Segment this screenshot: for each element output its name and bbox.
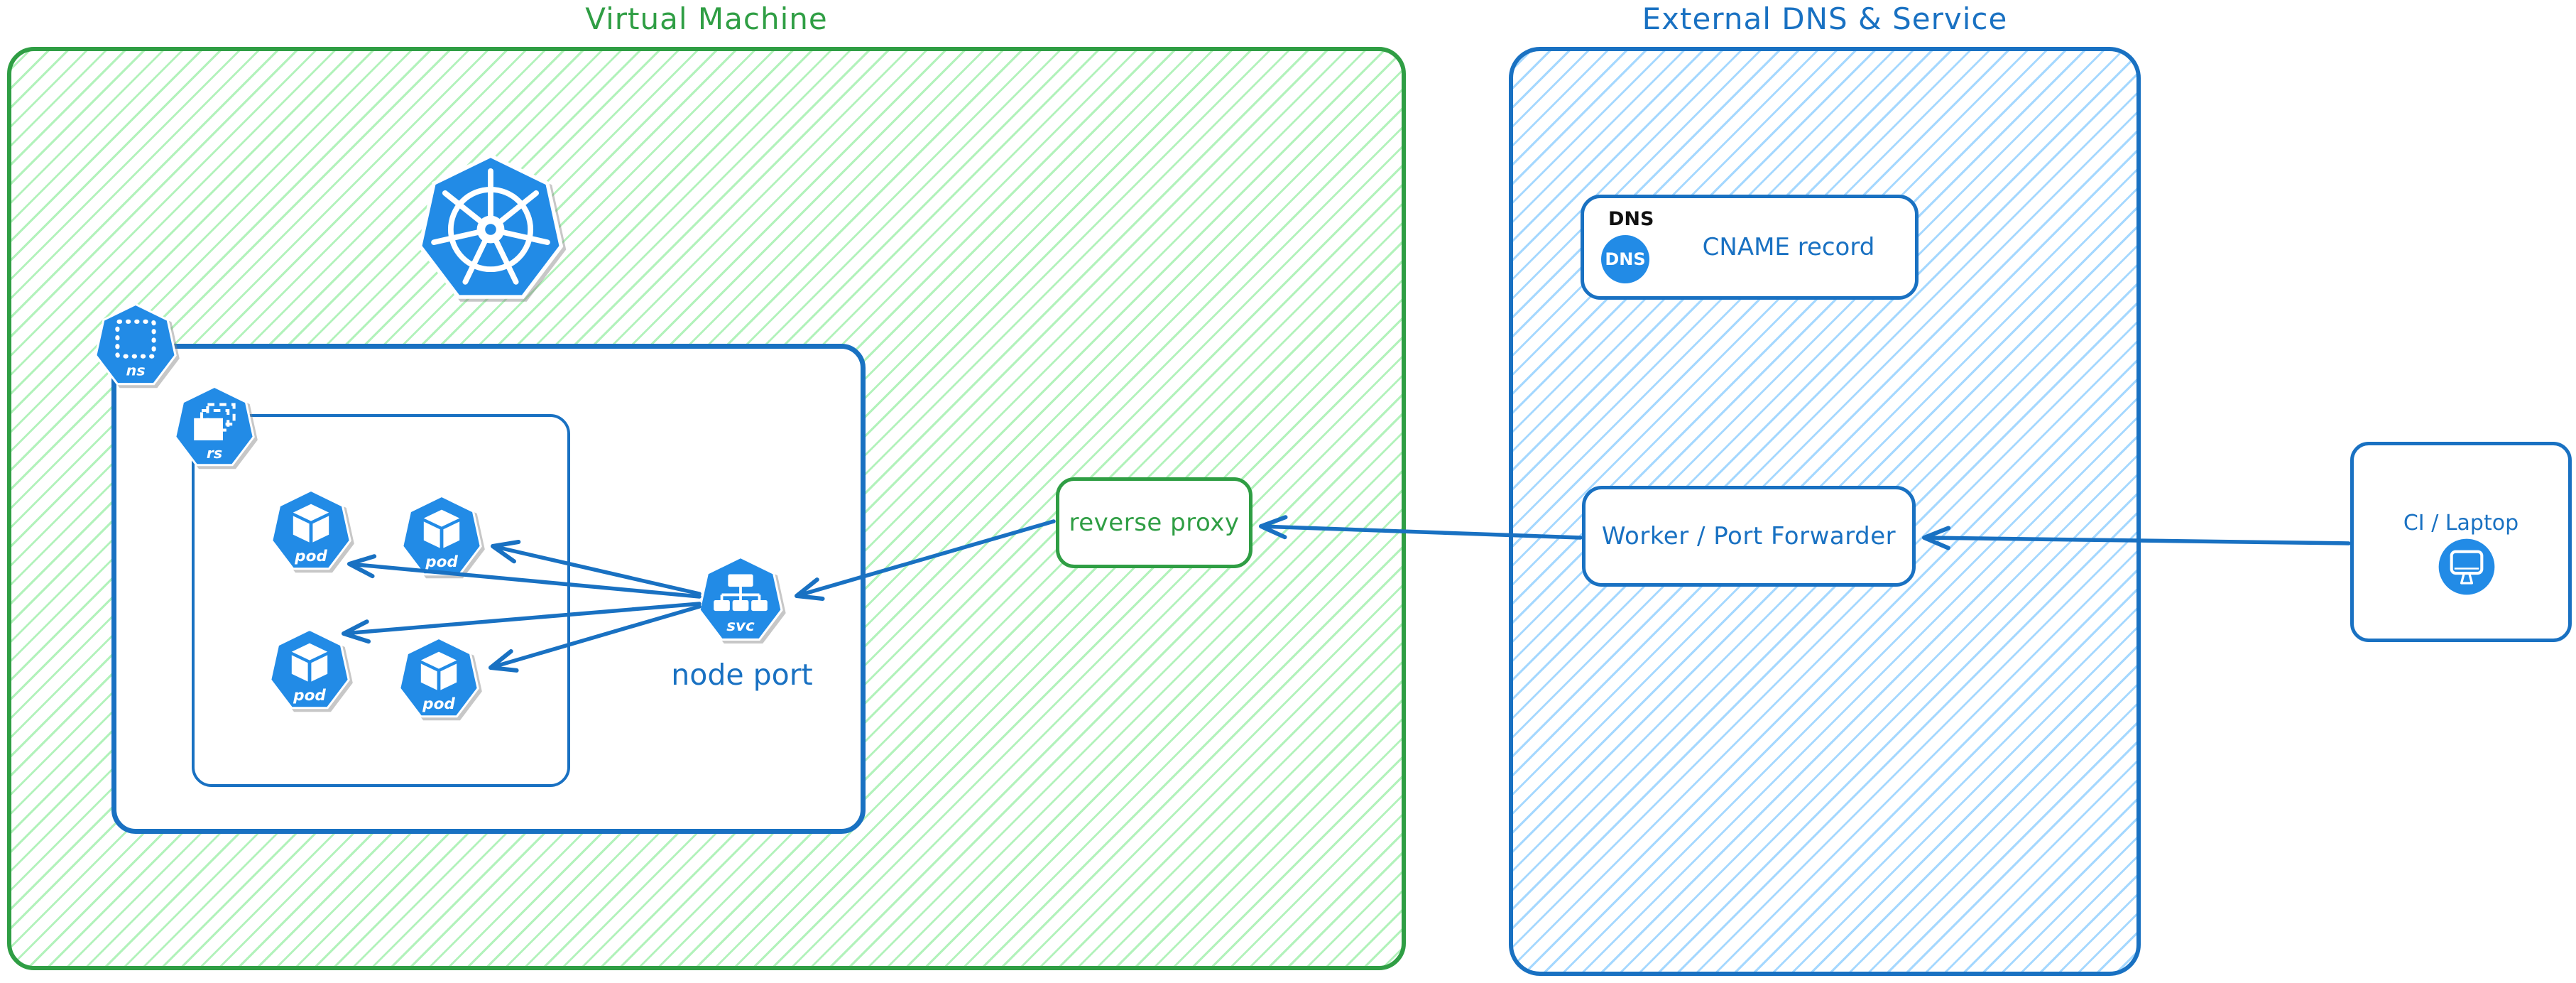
dns-tag-label: DNS [1608,208,1654,230]
svg-text:rs: rs [207,445,222,462]
namespace-icon: ns [94,303,177,386]
external-dns-service-title: External DNS & Service [1642,1,2008,36]
svg-text:pod: pod [293,687,326,705]
reverse-proxy-box: reverse proxy [1056,477,1252,568]
pod-icon-2: pod [401,494,482,576]
pod-icon-3: pod [269,628,350,710]
dns-record-box: DNS DNS CNAME record [1581,195,1919,300]
replicaset-box [192,414,570,787]
worker-port-forwarder-label: Worker / Port Forwarder [1601,522,1896,550]
svg-text:ns: ns [126,362,145,379]
worker-port-forwarder-box: Worker / Port Forwarder [1582,486,1916,587]
cname-record-label: CNAME record [1702,233,1875,261]
svg-text:pod: pod [294,548,327,565]
ci-laptop-label: CI / Laptop [2403,511,2519,536]
pod-icon-4: pod [398,636,479,718]
virtual-machine-title: Virtual Machine [585,1,828,36]
svg-text:pod: pod [425,553,458,571]
node-port-label: node port [671,658,813,692]
kubernetes-icon [417,153,564,299]
laptop-icon [2438,538,2495,595]
reverse-proxy-label: reverse proxy [1069,509,1240,537]
svg-text:pod: pod [422,695,455,713]
pod-icon-1: pod [271,489,351,570]
svg-text:svc: svc [726,617,755,635]
dns-badge-icon: DNS [1601,235,1649,283]
service-icon: svc [698,555,783,641]
ci-laptop-box: CI / Laptop [2350,442,2572,642]
replicaset-icon: rs [174,385,255,467]
